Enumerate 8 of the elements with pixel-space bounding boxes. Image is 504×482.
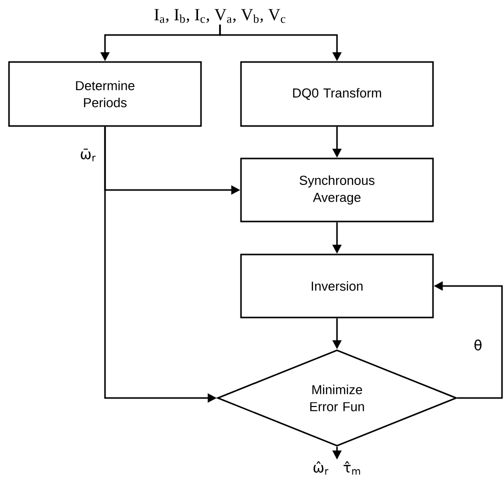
process-box: DQ0 Transform — [240, 61, 434, 127]
process-box: Synchronous Average — [240, 158, 434, 222]
process-box: Inversion — [240, 254, 434, 318]
process-box: Determine Periods — [8, 61, 202, 127]
edge-label: ω̄$_{r}$ — [80, 148, 96, 162]
input-signals-text: I$_{a}$, I$_{b}$, I$_{c}$, V$_{a}$, V$_{b}$, V$_{c}$ — [154, 9, 286, 23]
output-labels: ω̂$_{r}$ τ̂$_{m}$ — [314, 461, 360, 475]
edge-label: θ — [474, 340, 482, 350]
